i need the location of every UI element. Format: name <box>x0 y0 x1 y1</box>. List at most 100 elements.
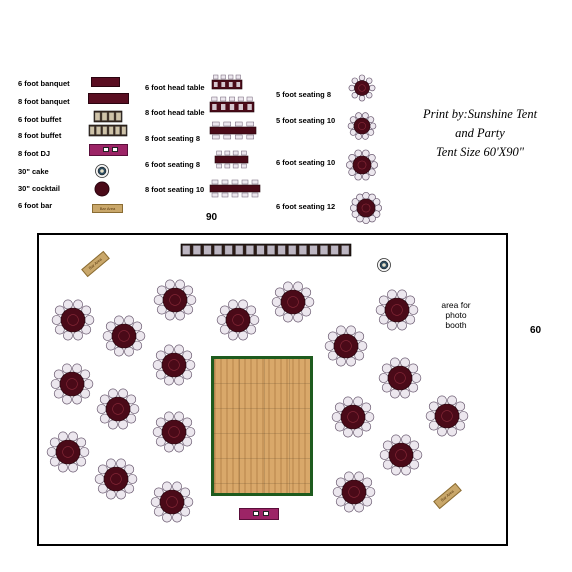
chair-icon <box>336 356 346 367</box>
chair-icon <box>382 440 393 451</box>
chair-icon <box>174 442 184 453</box>
banquet-8ft-icon <box>88 93 129 104</box>
chair-icon <box>274 287 285 298</box>
chair-icon <box>80 388 91 399</box>
chair-icon <box>381 382 392 393</box>
chair-icon <box>126 413 137 424</box>
round-table-icon <box>152 344 196 386</box>
chair-icon <box>105 340 116 351</box>
tent-length-label: 90 <box>206 212 218 223</box>
bar-icon: Bar Area <box>92 204 123 213</box>
chair-icon <box>174 411 184 422</box>
chair-icon <box>84 315 95 325</box>
chair-icon <box>336 325 346 336</box>
chair-icon <box>228 330 238 341</box>
chair-icon <box>411 373 422 383</box>
chair-icon <box>175 310 185 321</box>
chair-icon <box>372 198 381 206</box>
cake-table <box>377 258 391 272</box>
chair-icon <box>118 388 128 399</box>
chair-icon <box>162 512 172 523</box>
chair-icon <box>283 281 293 292</box>
photo-booth-note-line: booth <box>445 320 467 330</box>
tent-outline <box>37 233 508 546</box>
chair-icon <box>346 325 356 336</box>
photo-booth-note: area for photo booth <box>430 300 482 330</box>
chair-icon <box>76 456 87 467</box>
round-table-icon <box>46 431 90 473</box>
chair-icon <box>164 442 174 453</box>
chair-icon <box>332 487 343 497</box>
buffet-6ft-icon <box>93 110 123 123</box>
chair-icon <box>72 394 82 405</box>
chair-icon <box>391 434 401 445</box>
chair-icon <box>367 129 375 136</box>
dj-booth-icon <box>89 144 128 156</box>
round-table-icon <box>375 289 419 331</box>
chair-icon <box>58 462 68 473</box>
chair-icon <box>246 324 257 335</box>
chair-icon <box>401 465 411 476</box>
chair-icon <box>63 299 73 310</box>
chair-icon <box>349 116 357 123</box>
chair-icon <box>135 331 146 341</box>
chair-icon <box>63 330 73 341</box>
chair-icon <box>334 402 345 413</box>
chair-icon <box>124 464 135 475</box>
chair-icon <box>68 431 78 442</box>
chair-icon <box>437 395 447 406</box>
chair-icon <box>175 279 185 290</box>
chair-icon <box>387 289 397 300</box>
credit-line-1: Print by:Sunshine Tent <box>422 107 538 121</box>
banquet-6ft-icon <box>91 77 120 87</box>
chair-icon <box>405 295 416 306</box>
chair-icon <box>228 299 238 310</box>
chair-icon <box>155 417 166 428</box>
chair-icon <box>324 341 335 351</box>
chair-icon <box>83 379 94 389</box>
chair-icon <box>409 440 420 451</box>
round-5ft-seating-8-icon <box>348 74 376 102</box>
round-table-icon <box>216 299 260 341</box>
chair-icon <box>437 426 447 437</box>
chair-icon <box>390 388 400 399</box>
chair-icon <box>150 497 161 507</box>
chair-icon <box>335 496 346 507</box>
chair-icon <box>366 92 373 99</box>
chair-icon <box>274 306 285 317</box>
chair-icon <box>152 360 163 370</box>
chair-icon <box>162 481 172 492</box>
chair-icon <box>344 502 354 513</box>
round-5ft-seating-10-icon <box>347 112 377 140</box>
chair-icon <box>356 214 364 223</box>
chair-icon <box>455 420 466 431</box>
legend-label-6ft-seat12: 6 foot seating 12 <box>276 202 336 211</box>
legend-label-8ft-seat10: 8 foot seating 10 <box>145 185 205 194</box>
chair-icon <box>174 344 184 355</box>
round-table-icon <box>271 281 315 323</box>
chair-icon <box>365 487 376 497</box>
chair-icon <box>164 344 174 355</box>
chair-icon <box>378 373 389 383</box>
cake-icon <box>95 164 109 178</box>
chair-icon <box>183 285 194 296</box>
chair-icon <box>185 360 196 370</box>
chair-icon <box>331 412 342 422</box>
chair-icon <box>81 305 92 316</box>
chair-icon <box>72 363 82 374</box>
legend-label-6ft-buffet: 6 foot buffet <box>18 115 62 124</box>
chair-icon <box>62 394 72 405</box>
round-table-icon <box>150 481 194 523</box>
chair-icon <box>116 489 126 500</box>
chair-icon <box>165 279 175 290</box>
round-table-icon <box>153 279 197 321</box>
round-table-icon <box>331 396 375 438</box>
chair-icon <box>127 474 138 484</box>
chair-icon <box>132 340 143 351</box>
chair-icon <box>62 363 72 374</box>
round-table-icon <box>378 357 422 399</box>
chair-icon <box>49 437 60 448</box>
chair-icon <box>304 297 315 307</box>
chair-icon <box>124 483 135 494</box>
dj-booth <box>239 508 279 520</box>
